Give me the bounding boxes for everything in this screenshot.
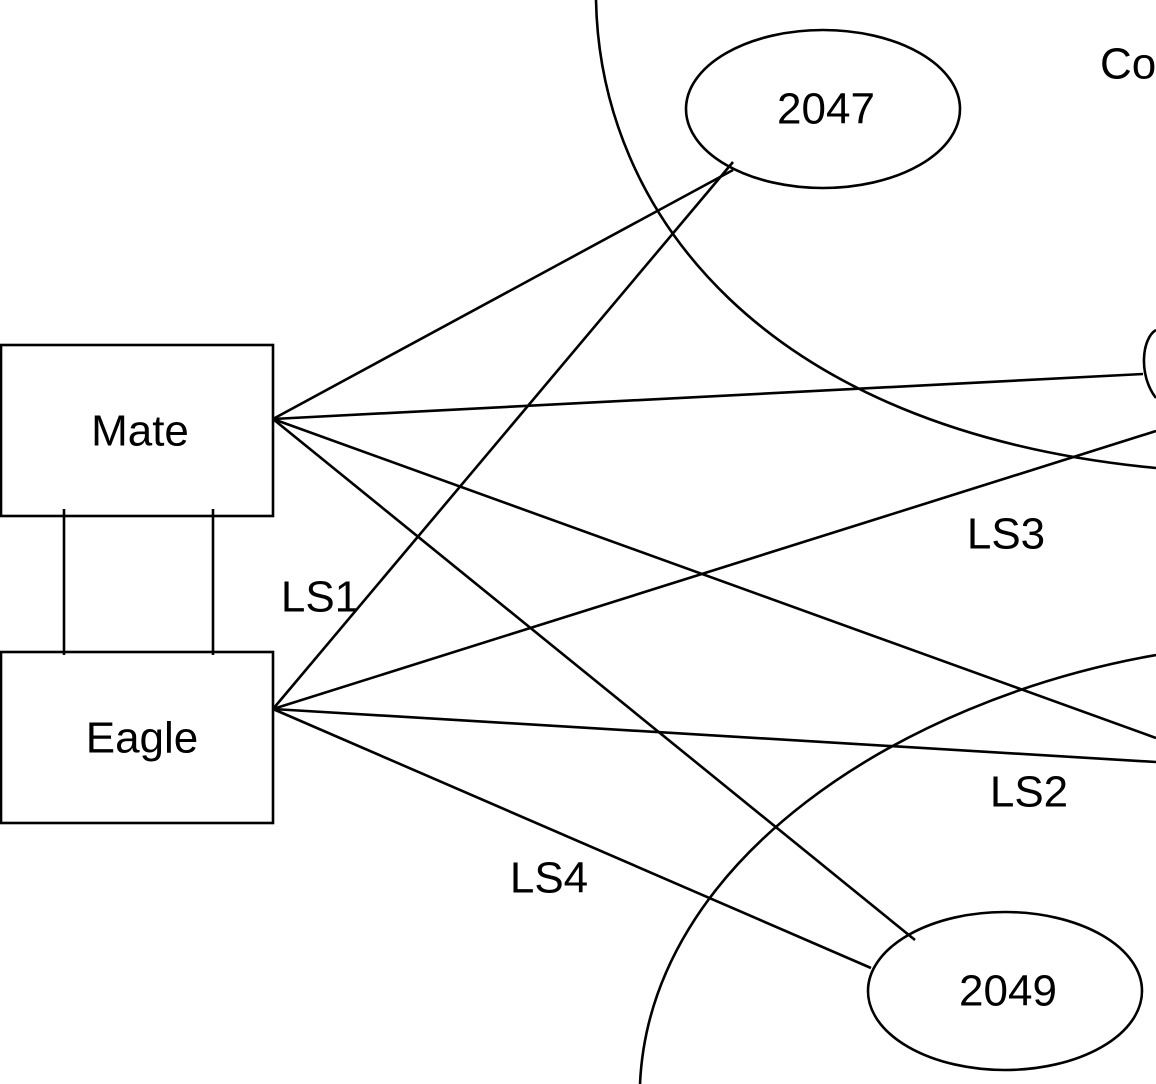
cluster-label-top-right: Co — [1100, 40, 1156, 89]
link-eagle-right-lower — [272, 707, 1156, 764]
node-2047-ellipse — [684, 28, 962, 190]
link-eagle-2047 — [272, 161, 734, 710]
offscreen-node-edge — [1142, 328, 1156, 399]
upper-cluster-arc — [594, 0, 1156, 470]
node-2049-label: 2049 — [959, 967, 1057, 1016]
mate-box — [0, 343, 275, 518]
linkset-ls1-label: LS1 — [281, 573, 359, 622]
link-eagle-right-upper — [272, 429, 1156, 711]
link-mate-right-lower — [272, 417, 1156, 740]
node-2047-label: 2047 — [777, 85, 875, 134]
link-eagle-2049 — [272, 707, 872, 970]
linkset-ls2-label: LS2 — [990, 768, 1068, 817]
link-mate-2049 — [272, 417, 916, 942]
eagle-label: Eagle — [86, 714, 199, 763]
link-mate-right-node — [272, 372, 1144, 421]
mate-label: Mate — [91, 407, 189, 456]
lower-cluster-arc — [638, 653, 1156, 1084]
linkset-ls3-label: LS3 — [967, 510, 1045, 559]
node-2049-ellipse — [866, 910, 1144, 1072]
link-mate-2047 — [272, 168, 734, 421]
linkset-ls4-label: LS4 — [510, 854, 588, 903]
eagle-box — [0, 650, 275, 825]
